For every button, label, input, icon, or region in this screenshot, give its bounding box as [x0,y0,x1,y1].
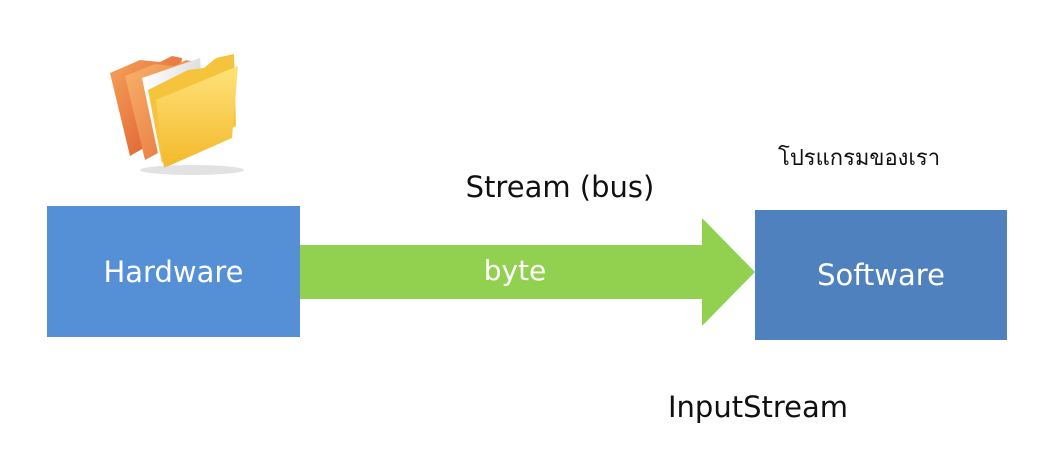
hardware-label: Hardware [103,254,244,289]
program-label: โปรแกรมของเรา [778,146,941,171]
folder-icon [110,54,244,175]
software-box: Software [755,210,1007,340]
software-label: Software [817,258,945,292]
arrow-shape [300,218,755,326]
stream-bus-label: Stream (bus) [465,170,655,204]
byte-arrow [300,218,755,326]
byte-label: byte [483,254,547,287]
input-stream-label: InputStream [668,390,849,424]
hardware-box: Hardware [47,206,300,337]
